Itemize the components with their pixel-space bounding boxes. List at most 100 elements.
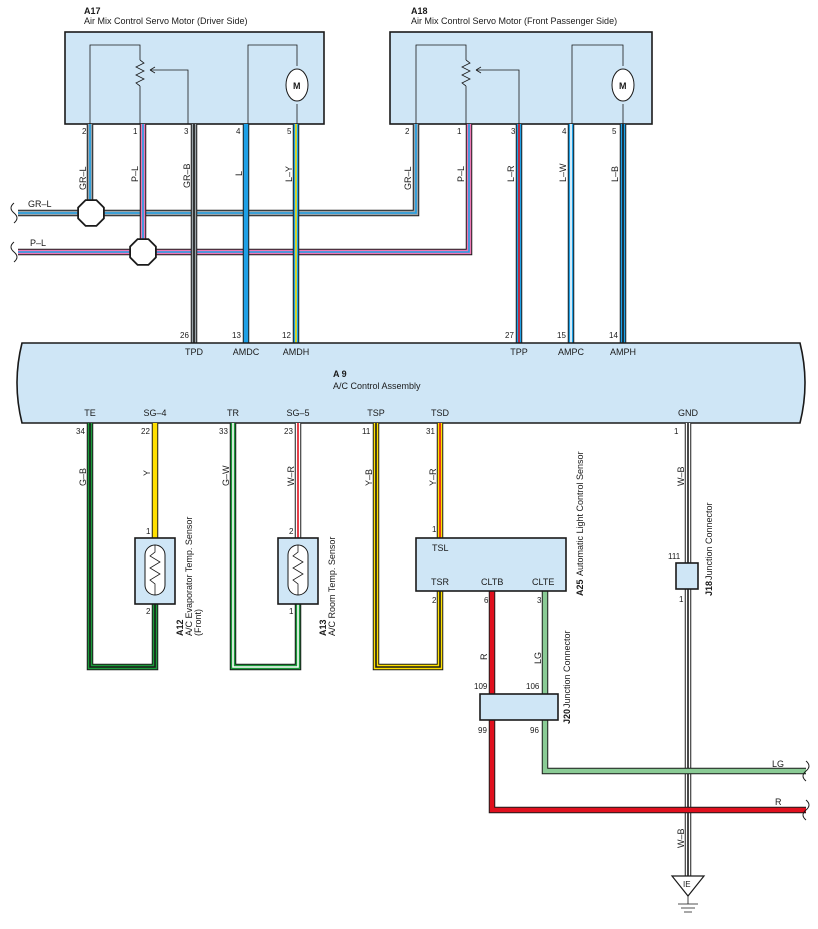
wire-break-icon — [802, 760, 810, 782]
a9-top-pin: 26 — [180, 331, 189, 340]
a9-bottom-terminal-name: TR — [227, 408, 239, 418]
a17-wire-label: GR–L — [78, 166, 88, 190]
a17-motor-icon: M — [285, 68, 309, 102]
wire-y-b — [372, 423, 444, 671]
ground-label: IE — [683, 880, 691, 889]
a9-bottom-pin: 1 — [674, 427, 679, 436]
j18-name: Junction Connector — [704, 502, 714, 580]
a9-top-terminal-name: AMPC — [558, 347, 585, 357]
a9-bottom-pin: 23 — [284, 427, 293, 436]
a9-top-pin: 14 — [609, 331, 618, 340]
a9-bottom-pin: 22 — [141, 427, 150, 436]
j20-code: J20 — [562, 709, 572, 724]
lower-wire-label: Y–R — [428, 468, 438, 486]
out-r-label: R — [775, 797, 782, 807]
a18-pin-numbers: 2 1 3 4 5 — [405, 127, 617, 136]
a17-box — [64, 31, 325, 125]
j18-pin-top: 111 — [668, 552, 681, 561]
a13-name: A/C Room Temp. Sensor — [327, 537, 337, 636]
a17-pin: 5 — [287, 127, 292, 136]
a17-wire-label: L–Y — [284, 166, 294, 182]
j20-name: Junction Connector — [562, 630, 572, 708]
wire-break-icon — [802, 799, 810, 821]
lower-wire-label: W–R — [286, 466, 296, 487]
a17-pin: 1 — [133, 127, 138, 136]
wire-lg-out — [541, 720, 806, 775]
a13-code: A13 — [318, 619, 328, 636]
a25-sensor: 1 TSL TSR CLTB CLTE 2 6 3 A25 Automatic … — [415, 451, 585, 605]
wire-break-icon — [10, 202, 18, 224]
a18-code: A18 — [411, 6, 428, 16]
a17-pin: 2 — [82, 127, 87, 136]
a9-bottom-terminal-name: TE — [84, 408, 96, 418]
j20-box — [479, 693, 559, 721]
wire-r-label: R — [479, 653, 489, 660]
a13-sensor: 2 1 A13 A/C Room Temp. Sensor — [277, 527, 337, 636]
a12-name: A/C Evaporator Temp. Sensor — [184, 517, 194, 636]
j18-junction: 111 1 J18 Junction Connector — [668, 502, 714, 604]
lower-wire-label: G–W — [221, 465, 231, 486]
a25-pin: 3 — [537, 596, 542, 605]
a25-name: Automatic Light Control Sensor — [575, 451, 585, 576]
a18-servo-motor: A18 Air Mix Control Servo Motor (Front P… — [389, 6, 653, 125]
j20-pin: 96 — [530, 726, 539, 735]
a25-terminal-tsr: TSR — [431, 577, 450, 587]
bus-gr-l-label: GR–L — [28, 199, 52, 209]
a17-potentiometer-icon — [135, 59, 145, 87]
a17-motor-symbol: M — [293, 81, 301, 91]
a18-pin: 1 — [457, 127, 462, 136]
a9-bottom-terminal-name: TSP — [367, 408, 385, 418]
splice-gr-l-icon — [77, 199, 105, 227]
lower-wire-label: Y — [142, 470, 152, 476]
a18-wire-label: GR–L — [403, 166, 413, 190]
out-lg-label: LG — [772, 759, 784, 769]
bus-p-l-label: P–L — [30, 238, 46, 248]
a25-terminal-cltb: CLTB — [481, 577, 503, 587]
a17-wire-label: L — [234, 171, 244, 176]
a9-top-terminal-name: AMDH — [283, 347, 310, 357]
a25-code: A25 — [575, 579, 585, 596]
a25-pin: 2 — [432, 596, 437, 605]
j18-pin-bottom: 1 — [679, 595, 684, 604]
a18-pin: 3 — [511, 127, 516, 136]
a18-motor-icon: M — [611, 68, 635, 102]
a17-pin: 4 — [236, 127, 241, 136]
a25-pin: 6 — [484, 596, 489, 605]
ground-triangle-icon — [670, 875, 706, 897]
a9-bottom-terminal-name: SG–4 — [143, 408, 166, 418]
j20-pin: 109 — [474, 682, 488, 691]
a18-potentiometer-icon — [461, 59, 471, 87]
j20-pin: 106 — [526, 682, 540, 691]
lower-wire-label: Y–B — [364, 469, 374, 486]
a18-pin: 5 — [612, 127, 617, 136]
a18-motor-symbol: M — [619, 81, 627, 91]
lower-wire-label: G–B — [78, 468, 88, 486]
a9-top-pin: 15 — [557, 331, 566, 340]
wire-w-b-lower-label: W–B — [676, 828, 686, 848]
a25-terminal-tsl: TSL — [432, 543, 449, 553]
j20-pin: 99 — [478, 726, 487, 735]
ground-point: IE — [670, 875, 706, 913]
a17-pin: 3 — [184, 127, 189, 136]
a17-title: Air Mix Control Servo Motor (Driver Side… — [84, 16, 248, 26]
a13-pin-bottom: 1 — [289, 607, 294, 616]
bus-wire-p-l — [18, 124, 473, 256]
a18-box — [389, 31, 653, 125]
a12-code: A12 — [175, 619, 185, 636]
a12-pin-top: 1 — [146, 527, 151, 536]
a12-sensor: 1 2 A12 A/C Evaporator Temp. Sensor (Fro… — [134, 517, 203, 636]
a17-code: A17 — [84, 6, 101, 16]
a9-code: A 9 — [333, 369, 347, 379]
bus-wire-gr-l — [18, 124, 420, 217]
j18-box — [675, 562, 699, 590]
a9-top-pin: 13 — [232, 331, 241, 340]
a9-bottom-terminal-name: SG–5 — [286, 408, 309, 418]
a9-top-pin: 12 — [282, 331, 291, 340]
a9-top-terminal-name: AMDC — [233, 347, 260, 357]
a17-pin-numbers: 2 1 3 4 5 — [82, 127, 292, 136]
a9-bottom-pin: 11 — [362, 427, 371, 436]
a18-pin: 2 — [405, 127, 410, 136]
